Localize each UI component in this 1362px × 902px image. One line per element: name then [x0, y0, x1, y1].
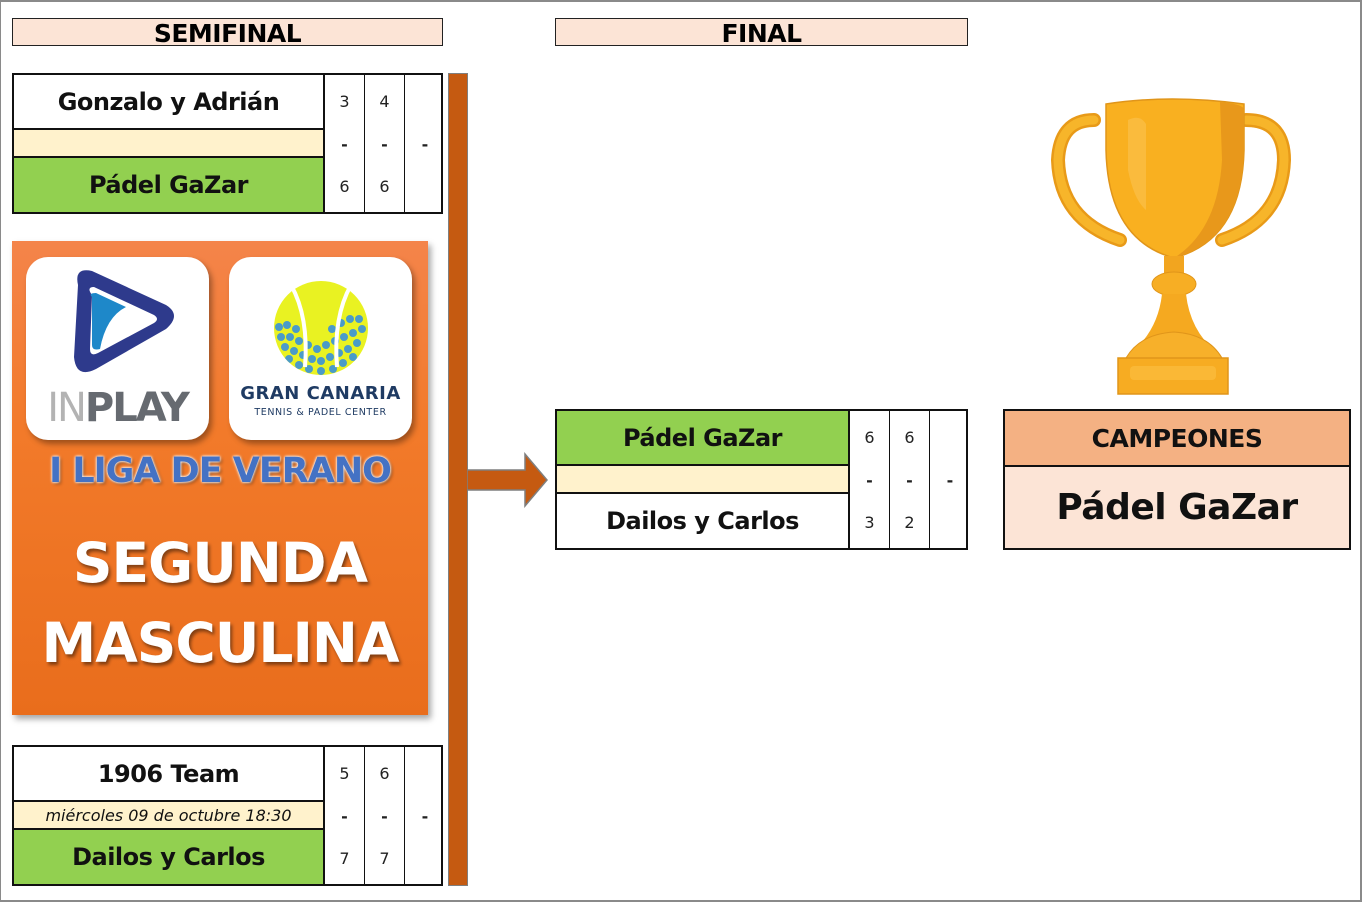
set-separator: -: [341, 807, 348, 826]
teams-column: Pádel GaZar Dailos y Carlos: [557, 411, 850, 548]
set-score-top: 5: [339, 764, 350, 783]
set-1: 3 - 6: [325, 75, 365, 212]
team-top-winner: Pádel GaZar: [557, 411, 848, 466]
gran-canaria-title: GRAN CANARIA: [240, 383, 401, 404]
teams-column: 1906 Team miércoles 09 de octubre 18:30 …: [14, 747, 325, 884]
champions-label: CAMPEONES: [1005, 411, 1349, 467]
set-score-bottom: 3: [864, 513, 875, 532]
category-line-1: SEGUNDA: [72, 531, 368, 595]
set-separator: -: [906, 471, 913, 490]
set-score-bottom: 7: [379, 849, 390, 868]
league-poster: INPLAY GRAN CANARIA: [12, 241, 428, 715]
set-score-bottom: 6: [339, 177, 350, 196]
final-match: Pádel GaZar Dailos y Carlos 6 - 3 6 - 2 …: [555, 409, 968, 550]
match-info: [14, 130, 323, 158]
team-bottom-winner: Dailos y Carlos: [14, 830, 323, 884]
final-header: FINAL: [555, 18, 968, 46]
set-3: -: [405, 747, 445, 884]
set-separator: -: [421, 135, 429, 154]
wordmark-play: PLAY: [84, 385, 190, 431]
gran-canaria-subtitle: TENNIS & PADEL CENTER: [254, 407, 387, 418]
league-title: I LIGA DE VERANO: [49, 451, 392, 491]
champions-team: Pádel GaZar: [1005, 467, 1349, 548]
set-2: 6 - 2: [890, 411, 930, 548]
set-2: 6 - 7: [365, 747, 405, 884]
semifinal-match-1: Gonzalo y Adrián Pádel GaZar 3 - 6 4 - 6…: [12, 73, 443, 214]
set-score-top: 6: [904, 428, 915, 447]
category-line-2: MASCULINA: [41, 611, 399, 675]
arrow-right-icon: [467, 452, 548, 508]
set-1: 5 - 7: [325, 747, 365, 884]
set-1: 6 - 3: [850, 411, 890, 548]
set-score-bottom: 2: [904, 513, 915, 532]
inplay-logo: INPLAY: [26, 257, 209, 440]
set-3: -: [405, 75, 445, 212]
set-separator: -: [946, 471, 954, 490]
semifinal-match-2: 1906 Team miércoles 09 de octubre 18:30 …: [12, 745, 443, 886]
set-separator: -: [381, 807, 388, 826]
teams-column: Gonzalo y Adrián Pádel GaZar: [14, 75, 325, 212]
team-top: 1906 Team: [14, 747, 323, 802]
set-separator: -: [421, 807, 429, 826]
team-top: Gonzalo y Adrián: [14, 75, 323, 130]
tennis-ball-icon: [274, 281, 368, 375]
match-info: miércoles 09 de octubre 18:30: [14, 802, 323, 830]
set-score-top: 3: [339, 92, 350, 111]
set-3: -: [930, 411, 970, 548]
set-score-bottom: 7: [339, 849, 350, 868]
set-score-top: 6: [864, 428, 875, 447]
set-score-top: 6: [379, 764, 390, 783]
play-icon: [74, 270, 174, 373]
team-bottom: Dailos y Carlos: [557, 494, 848, 548]
set-separator: -: [866, 471, 873, 490]
semifinal-header: SEMIFINAL: [12, 18, 443, 46]
bracket-connector: [448, 73, 468, 886]
trophy-icon: [1050, 98, 1292, 395]
set-score-bottom: 6: [379, 177, 390, 196]
set-score-top: 4: [379, 92, 390, 111]
gran-canaria-logo: GRAN CANARIA TENNIS & PADEL CENTER: [229, 257, 412, 440]
set-2: 4 - 6: [365, 75, 405, 212]
team-bottom-winner: Pádel GaZar: [14, 158, 323, 212]
champions-box: CAMPEONES Pádel GaZar: [1003, 409, 1351, 550]
set-separator: -: [381, 135, 388, 154]
wordmark-in: IN: [47, 385, 87, 431]
match-info: [557, 466, 848, 494]
set-separator: -: [341, 135, 348, 154]
inplay-wordmark: INPLAY: [26, 385, 209, 431]
